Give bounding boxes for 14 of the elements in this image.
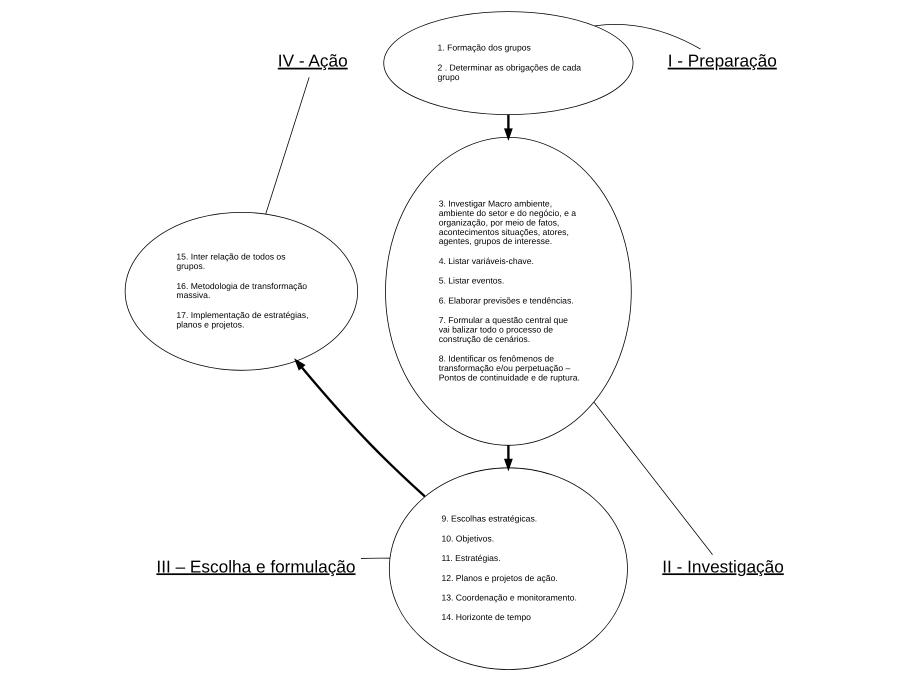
arrow	[504, 445, 512, 472]
node-text: II - Investigação	[662, 556, 784, 576]
arrow	[504, 114, 512, 141]
connector	[360, 558, 390, 559]
connector	[593, 402, 712, 555]
connector	[264, 77, 310, 214]
arrow	[294, 358, 426, 498]
node-text: IV - Ação	[277, 50, 348, 71]
node-ellipse: 3. Investigar Macro ambiente, ambiente do setor e do negócio, e a organização, por meio de fatos, acontecimentos situações, atores, agentes, grupos de interesse. 4. Listar variáveis-chave. 5. Listar eventos. 6. Elaborar previsões e tendências. 7. Formular a questão central que vai balizar todo o processo de construção de cenários. 8. Identificar os fenômenos de transformação e/ou perpetuação – Pontos de continuidade e de ruptura.	[384, 136, 632, 446]
node-text: III – Escolha e formulação	[156, 556, 356, 576]
connector	[594, 24, 700, 50]
node-ellipse: 9. Escolhas estratégicas. 10. Objetivos. 11. Estratégias. 12. Planos e projetos de ação. 13. Coordenação e monitoramento. 14. Horizonte de tempo	[388, 467, 628, 670]
node-ellipse: 1. Formação dos grupos 2 . Determinar as obrigações de cada grupo	[382, 11, 633, 116]
node-text: I - Preparação	[667, 50, 776, 71]
